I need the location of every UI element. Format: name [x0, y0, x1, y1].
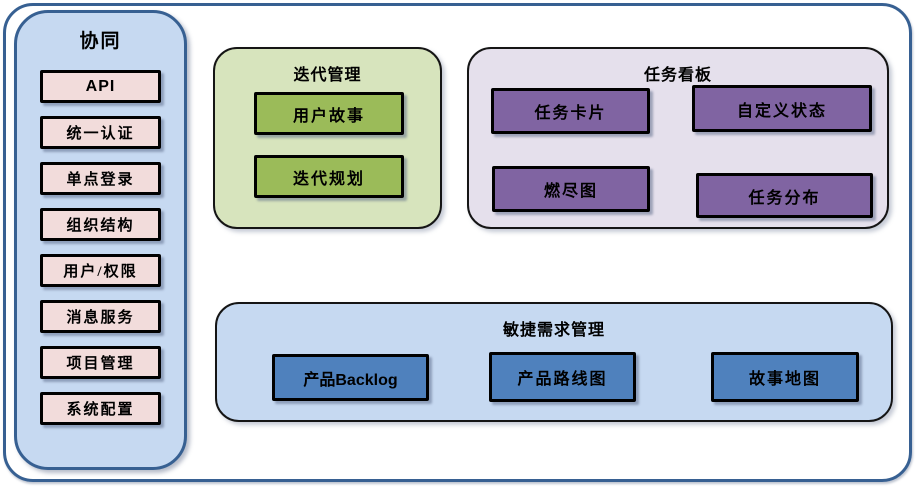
task-board-group: 任务看板 任务卡片 自定义状态 燃尽图 任务分布 [467, 47, 889, 229]
agile-requirements-group: 敏捷需求管理 产品Backlog 产品路线图 故事地图 [215, 302, 893, 422]
iteration-management-group: 迭代管理 用户故事 迭代规划 [213, 47, 442, 229]
node-story-map: 故事地图 [711, 352, 859, 402]
node-unified-auth: 统一认证 [40, 116, 161, 149]
node-custom-status: 自定义状态 [692, 85, 872, 132]
node-product-backlog: 产品Backlog [272, 354, 429, 401]
node-task-card: 任务卡片 [491, 88, 650, 134]
task-board-title: 任务看板 [643, 67, 712, 84]
node-message-service: 消息服务 [40, 300, 161, 333]
node-task-distribution: 任务分布 [696, 173, 873, 218]
node-iteration-planning: 迭代规划 [254, 155, 404, 198]
collaboration-panel: 协同 API 统一认证 单点登录 组织结构 用户/权限 消息服务 项目管理 系统… [14, 10, 187, 470]
outer-frame [3, 3, 912, 482]
node-system-config: 系统配置 [40, 392, 161, 425]
node-user-permissions: 用户/权限 [40, 254, 161, 287]
collaboration-item-list: API 统一认证 单点登录 组织结构 用户/权限 消息服务 项目管理 系统配置 [17, 70, 184, 425]
node-org-structure: 组织结构 [40, 208, 161, 241]
agile-requirements-title: 敏捷需求管理 [502, 322, 605, 339]
node-project-management: 项目管理 [40, 346, 161, 379]
node-user-story: 用户故事 [254, 92, 404, 135]
collaboration-panel-title: 协同 [79, 31, 122, 52]
node-burndown-chart: 燃尽图 [492, 166, 650, 212]
node-product-roadmap: 产品路线图 [489, 352, 636, 402]
iteration-management-title: 迭代管理 [293, 67, 362, 84]
node-api: API [40, 70, 161, 103]
node-single-sign-on: 单点登录 [40, 162, 161, 195]
